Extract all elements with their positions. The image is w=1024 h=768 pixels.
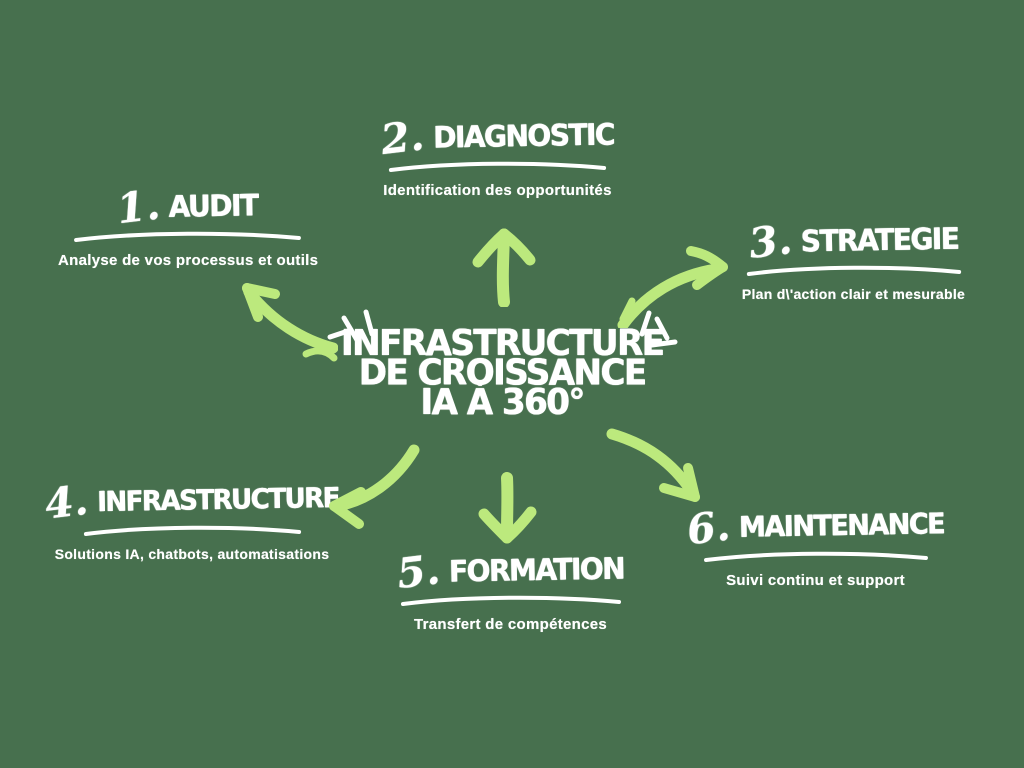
node-diagnostic-number: 2. — [378, 111, 427, 165]
underline-stroke — [746, 265, 961, 276]
node-maintenance-number: 6. — [684, 501, 733, 555]
node-formation: 5. FORMATION Transfert de compétences — [393, 545, 629, 633]
node-maintenance: 6. MAINTENANCE Suivi continu et support — [684, 501, 944, 589]
node-strategie-subtitle: Plan d\'action clair et mesurable — [741, 286, 966, 302]
node-diagnostic-heading: 2. DIAGNOSTIC — [360, 111, 636, 165]
underline-stroke — [388, 161, 607, 172]
curved-arrow-to-strategie-icon — [617, 246, 728, 328]
node-audit-title: AUDIT — [168, 187, 258, 224]
straight-arrow-to-diagnostic-icon — [472, 228, 536, 307]
node-formation-heading: 5. FORMATION — [393, 545, 629, 599]
node-audit-number: 1. — [113, 180, 163, 234]
underline-stroke — [703, 551, 928, 562]
node-formation-title: FORMATION — [448, 550, 625, 589]
center-title-line1: INFRASTRUCTURE — [340, 322, 665, 365]
node-strategie-title: STRATEGIE — [800, 220, 959, 259]
node-infrastructure-subtitle: Solutions IA, chatbots, automatisations — [54, 546, 330, 562]
node-formation-subtitle: Transfert de compétences — [413, 616, 608, 633]
node-audit-subtitle: Analyse de vos processus et outils — [58, 252, 319, 269]
node-infrastructure-number: 4. — [42, 475, 91, 529]
center-title-line2: DE CROISSANCE — [358, 352, 647, 394]
node-strategie: 3. STRATEGIE Plan d\'action clair et mes… — [736, 215, 972, 302]
node-strategie-heading: 3. STRATEGIE — [736, 215, 972, 268]
node-audit-heading: 1. AUDIT — [58, 180, 317, 234]
curved-arrow-to-maintenance-icon — [606, 428, 700, 502]
node-diagnostic-subtitle: Identification des opportunités — [383, 182, 612, 199]
straight-arrow-to-formation-icon — [478, 472, 537, 544]
curved-arrow-to-audit-icon — [242, 283, 338, 354]
underline-stroke — [73, 231, 301, 242]
node-diagnostic-title: DIAGNOSTIC — [432, 116, 615, 155]
node-infrastructure: 4. INFRASTRUCTURE Solutions IA, chatbots… — [42, 475, 343, 562]
center-title-line3: IA À 360° — [420, 381, 585, 424]
node-strategie-number: 3. — [745, 215, 795, 268]
underline-stroke — [83, 525, 301, 536]
node-formation-number: 5. — [394, 545, 443, 599]
node-maintenance-title: MAINTENANCE — [738, 507, 945, 545]
node-diagnostic: 2. DIAGNOSTIC Identification des opportu… — [360, 111, 636, 199]
node-maintenance-heading: 6. MAINTENANCE — [684, 501, 944, 554]
node-infrastructure-title: INFRASTRUCTURE — [96, 482, 339, 519]
node-maintenance-subtitle: Suivi continu et support — [726, 572, 905, 589]
node-infrastructure-heading: 4. INFRASTRUCTURE — [42, 475, 343, 529]
center-title: INFRASTRUCTURE DE CROISSANCE IA À 360° — [332, 322, 672, 424]
curved-arrow-to-infrastructure-icon — [329, 444, 420, 529]
node-audit: 1. AUDIT Analyse de vos processus et out… — [58, 180, 319, 269]
underline-stroke — [400, 595, 621, 606]
